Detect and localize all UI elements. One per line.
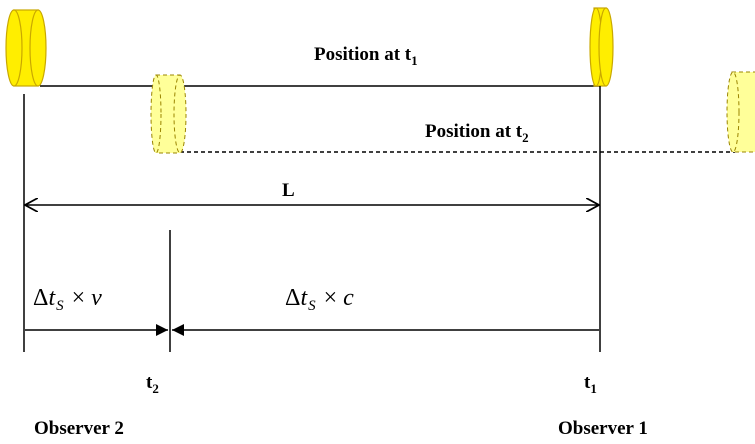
equation-right: ΔtS×c (285, 285, 354, 314)
cylinder-back-face (598, 7, 614, 87)
label-position-t1: Position at t1 (314, 44, 418, 68)
label-observer-1: Observer 1 (558, 418, 648, 439)
equation-left: ΔtS×v (33, 285, 102, 314)
cylinder-right-t1 (589, 7, 614, 87)
cylinder-left-t1 (5, 9, 47, 87)
cylinder-back-face (29, 9, 47, 87)
label-position-t2: Position at t2 (425, 121, 529, 145)
cylinder-middle-t2 (150, 74, 187, 154)
label-observer-2: Observer 2 (34, 418, 124, 439)
label-t1: t1 (584, 372, 597, 396)
label-t2: t2 (146, 372, 159, 396)
cylinder-front-face (5, 9, 23, 87)
cylinder-back-face (173, 74, 187, 154)
cylinder-front-face (726, 71, 740, 153)
cylinder-front-face (150, 74, 162, 154)
cylinder-far-right-t2 (726, 71, 755, 153)
label-length: L (282, 180, 295, 201)
